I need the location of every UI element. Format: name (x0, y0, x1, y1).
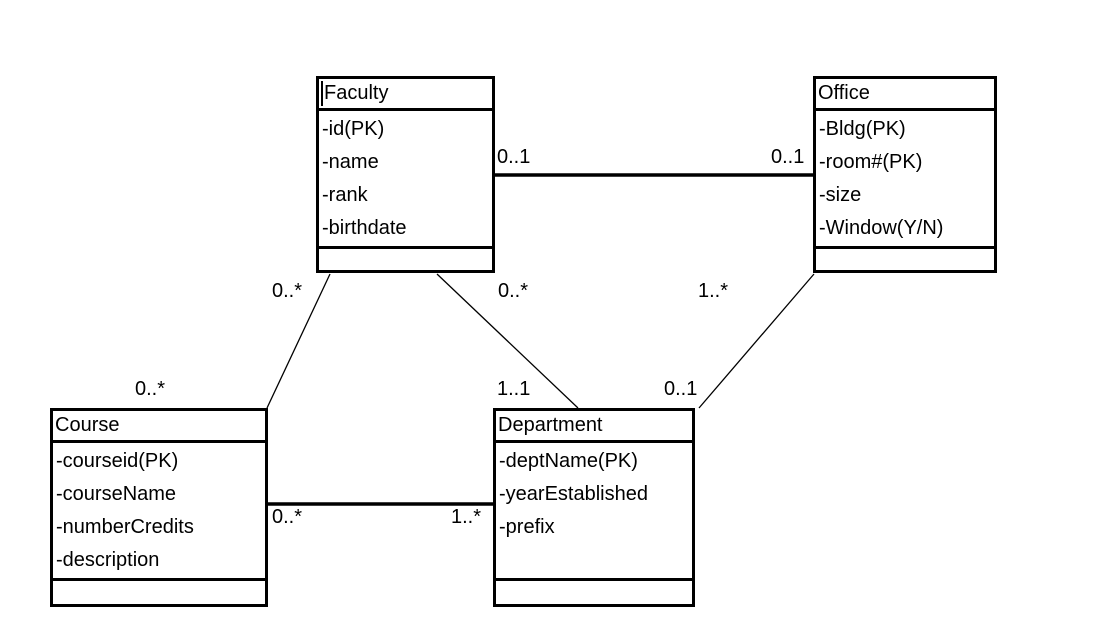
class-faculty[interactable]: Faculty -id(PK) -name -rank -birthdate (316, 76, 495, 273)
class-faculty-attributes[interactable]: -id(PK) -name -rank -birthdate (319, 111, 492, 249)
class-course-title[interactable]: Course (53, 411, 265, 443)
attribute-row[interactable]: -rank (322, 184, 368, 206)
class-office-name: Office (818, 82, 870, 104)
multiplicity-office-department-department-end[interactable]: 0..1 (664, 378, 698, 400)
class-course-name: Course (55, 414, 120, 436)
multiplicity-faculty-course-faculty-end[interactable]: 0..* (272, 280, 303, 302)
attribute-row[interactable]: -courseid(PK) (56, 450, 179, 472)
text-cursor (321, 81, 323, 106)
attribute-row[interactable]: -yearEstablished (499, 483, 648, 505)
attribute-row[interactable]: -name (322, 151, 379, 173)
multiplicity-faculty-office-office-end[interactable]: 0..1 (771, 146, 805, 168)
multiplicity-faculty-department-faculty-end[interactable]: 0..* (498, 280, 529, 302)
multiplicity-faculty-course-course-end[interactable]: 0..* (135, 378, 166, 400)
attribute-row[interactable]: -id(PK) (322, 118, 385, 140)
multiplicity-faculty-office-faculty-end[interactable]: 0..1 (497, 146, 531, 168)
class-course-attributes[interactable]: -courseid(PK) -courseName -numberCredits… (53, 443, 265, 581)
class-department-attributes[interactable]: -deptName(PK) -yearEstablished -prefix (496, 443, 692, 581)
multiplicity-faculty-department-department-end[interactable]: 1..1 (497, 378, 531, 400)
attribute-row[interactable]: -room#(PK) (819, 151, 923, 173)
relationship-line-faculty-department[interactable] (436, 273, 579, 409)
class-department[interactable]: Department -deptName(PK) -yearEstablishe… (493, 408, 695, 607)
class-office[interactable]: Office -Bldg(PK) -room#(PK) -size -Windo… (813, 76, 997, 273)
class-course-methods-compartment[interactable] (53, 581, 265, 604)
multiplicity-office-department-office-end[interactable]: 1..* (698, 280, 729, 302)
attribute-row[interactable]: -numberCredits (56, 516, 194, 538)
attribute-row[interactable]: -Bldg(PK) (819, 118, 906, 140)
attribute-row[interactable]: -deptName(PK) (499, 450, 638, 472)
relationship-line-office-department[interactable] (698, 273, 815, 409)
attribute-row[interactable]: -description (56, 549, 160, 571)
multiplicity-course-department-department-end[interactable]: 1..* (451, 506, 482, 528)
attribute-row[interactable]: -birthdate (322, 217, 407, 239)
attribute-row[interactable]: -Window(Y/N) (819, 217, 944, 239)
relationship-line-faculty-course[interactable] (266, 273, 331, 409)
attribute-row[interactable]: -prefix (499, 516, 555, 538)
class-department-name: Department (498, 414, 603, 436)
class-faculty-methods-compartment[interactable] (319, 249, 492, 270)
attribute-row[interactable]: -courseName (56, 483, 177, 505)
attribute-row[interactable]: -size (819, 184, 862, 206)
class-department-title[interactable]: Department (496, 411, 692, 443)
class-office-attributes[interactable]: -Bldg(PK) -room#(PK) -size -Window(Y/N) (816, 111, 994, 249)
class-office-title[interactable]: Office (816, 79, 994, 111)
multiplicity-course-department-course-end[interactable]: 0..* (272, 506, 303, 528)
class-department-methods-compartment[interactable] (496, 581, 692, 604)
class-office-methods-compartment[interactable] (816, 249, 994, 270)
class-course[interactable]: Course -courseid(PK) -courseName -number… (50, 408, 268, 607)
class-faculty-name: Faculty (324, 82, 389, 104)
class-faculty-title[interactable]: Faculty (319, 79, 492, 111)
